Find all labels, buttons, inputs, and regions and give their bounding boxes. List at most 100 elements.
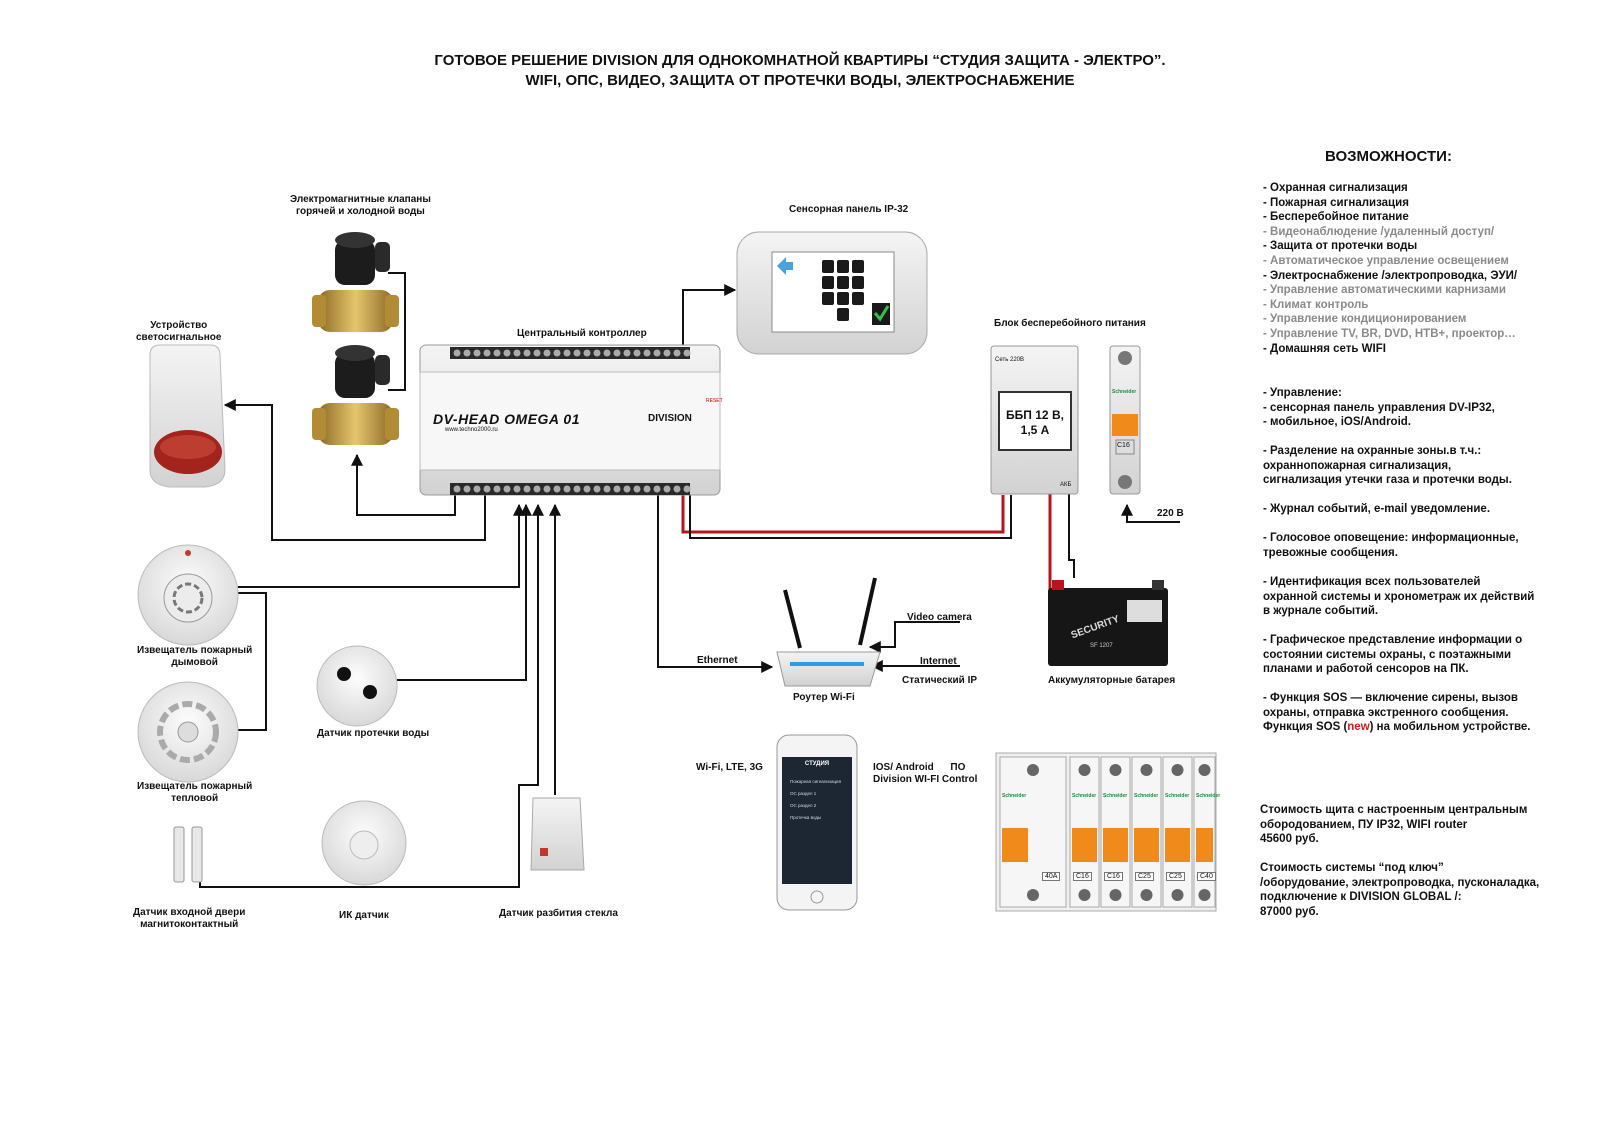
glass-break-device (530, 797, 585, 871)
label-siren: Устройство светосигнальное (136, 320, 221, 344)
ir-sensor-device (321, 800, 407, 886)
terminal-screw (483, 349, 491, 357)
features-voice-line: - Голосовое оповещение: информационные, (1263, 532, 1519, 544)
label-battery: Аккумуляторные батарея (1048, 675, 1176, 686)
terminal-screw (683, 349, 691, 357)
touch-panel-keypad (822, 260, 864, 321)
battery-model: SF 1207 (1090, 643, 1113, 649)
features-sos-line: Функция SOS (new) на мобильном устройств… (1263, 720, 1530, 735)
features-ident: - Идентификация всех пользователей охран… (1263, 575, 1534, 619)
wire-ups-to-battery-black (1068, 493, 1075, 578)
feature-item: - Электроснабжение /электропроводка, ЭУИ… (1263, 269, 1518, 282)
label-router: Роутер Wi-Fi (793, 692, 855, 703)
ups-rating-line1: ББП 12 В, (1006, 408, 1064, 422)
label-door-line1: Датчик входной двери (133, 907, 246, 918)
smoke-detector-device (137, 544, 239, 646)
router-device (776, 577, 881, 687)
phone-row: ОС раздел 1 (790, 791, 817, 796)
features-control-line: - сенсорная панель управления DV-IP32, (1263, 401, 1495, 414)
breaker-rating-label: C25 (1135, 872, 1154, 881)
ups-rating: ББП 12 В, 1,5 А (999, 408, 1071, 438)
terminal-screw (543, 485, 551, 493)
keypad-key (837, 276, 849, 289)
price-shield-value: 45600 руб. (1260, 833, 1319, 846)
label-valves: Электромагнитные клапаны горячей и холод… (290, 194, 431, 218)
single-breaker (1109, 345, 1141, 495)
terminal-screw (663, 485, 671, 493)
breaker-brand-label: Schneider (1103, 793, 1128, 799)
wire-smoke-heat-loop (236, 592, 267, 731)
controller-model: DV-HEAD OMEGA 01 (433, 411, 580, 427)
feature-item: - Бесперебойное питание (1263, 211, 1409, 224)
breaker-brand-label: Schneider (1134, 793, 1159, 799)
phone-row: Протечка воды (790, 815, 822, 820)
terminal-screw (563, 485, 571, 493)
controller-device (419, 344, 721, 496)
features-zones: - Разделение на охранные зоны.в т.ч.: ох… (1263, 444, 1512, 488)
breaker-module (1193, 756, 1216, 908)
price-turnkey-line: /оборудование, электропроводка, пусконал… (1260, 876, 1540, 889)
wire-smoke-to-controller (238, 503, 525, 588)
terminal-screw (623, 349, 631, 357)
terminal-screw (523, 485, 531, 493)
terminal-screw (503, 349, 511, 357)
label-app-line2: Division WI-FI Control (873, 774, 978, 785)
terminal-screw (583, 349, 591, 357)
feature-item: - Управление TV, BR, DVD, HTB+, проектор… (1263, 327, 1516, 340)
terminal-screw (673, 349, 681, 357)
price-turnkey-line: подключение к DIVISION GLOBAL /: (1260, 891, 1462, 904)
label-app-line1: IOS/ Android ПО (873, 762, 966, 773)
wire-camera-to-router (868, 621, 960, 653)
label-panel: Сенсорная панель IP-32 (789, 204, 909, 215)
features-sos-line: охраны, отправка экстренного сообщения. (1263, 706, 1509, 719)
label-door-sensor: Датчик входной двери магнитоконтактный (133, 907, 245, 931)
wire-leak-to-controller (397, 503, 532, 681)
features-zones-line: - Разделение на охранные зоны.в т.ч.: (1263, 445, 1482, 457)
features-sos: - Функция SOS — включение сирены, вызов … (1263, 691, 1530, 735)
feature-item: - Пожарная сигнализация (1263, 196, 1409, 209)
smartphone-device (776, 734, 858, 911)
breaker-panel-device (995, 752, 1217, 912)
phone-row: Пожарная сигнализация (790, 779, 842, 784)
features-ident-line: - Идентификация всех пользователей (1263, 576, 1481, 588)
terminal-screw (583, 485, 591, 493)
terminal-screw (493, 485, 501, 493)
terminal-screw (553, 349, 561, 357)
ups-device (990, 345, 1079, 495)
keypad-key (852, 276, 864, 289)
label-ir-sensor: ИК датчик (339, 910, 389, 921)
ups-akb-label: АКБ (1060, 482, 1072, 488)
features-voice: - Голосовое оповещение: информационные, … (1263, 531, 1519, 560)
controller-site: www.techno2000.ru (445, 427, 498, 433)
terminal-screw (593, 349, 601, 357)
keypad-key (837, 308, 849, 321)
breaker-module (999, 756, 1067, 908)
breaker-rating-label: C16 (1073, 872, 1092, 881)
features-graphic-line: состоянии системы охраны, с поэтажными (1263, 648, 1512, 661)
label-mobile-app: IOS/ Android ПО Division WI-FI Control (873, 762, 977, 786)
solenoid-valve-top (312, 232, 399, 332)
label-siren-line2: светосигнальное (136, 332, 222, 343)
power-wires (681, 493, 1052, 590)
controller-terminals-top (453, 349, 691, 357)
single-breaker-brand: Schneider (1112, 389, 1137, 395)
breaker-module (1162, 756, 1193, 908)
label-static-ip: Статический IP (902, 675, 978, 686)
keypad-key (822, 276, 834, 289)
phone-app-title: СТУДИЯ (804, 761, 830, 767)
feature-item: - Климат контроль (1263, 298, 1369, 311)
features-heading: ВОЗМОЖНОСТИ: (1325, 148, 1452, 165)
breaker-module (1100, 756, 1131, 908)
page-subtitle: WIFI, ОПС, ВИДЕО, ЗАЩИТА ОТ ПРОТЕЧКИ ВОД… (525, 72, 1075, 89)
features-ident-line: охранной системы и хронометраж их действ… (1263, 590, 1535, 603)
features-control: - Управление: - сенсорная панель управле… (1263, 386, 1495, 430)
solenoid-valve-bottom (312, 345, 399, 445)
breaker-rating-label: C16 (1104, 872, 1123, 881)
terminal-screw (463, 485, 471, 493)
terminal-screw (453, 349, 461, 357)
breaker-rating-label: C25 (1166, 872, 1185, 881)
label-smoke-line2: дымовой (171, 657, 218, 668)
wires (199, 272, 1180, 888)
price-shield: Стоимость щита с настроенным центральным… (1260, 803, 1527, 847)
label-video-camera: Video camera (907, 612, 972, 623)
